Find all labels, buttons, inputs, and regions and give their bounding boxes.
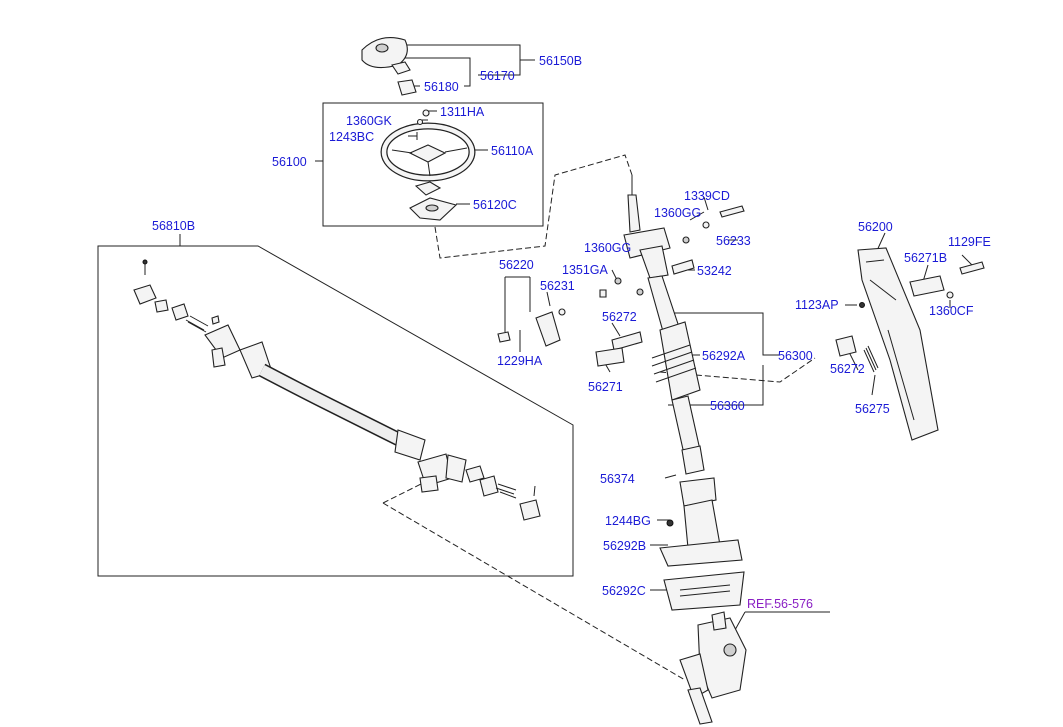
label-1243BC: 1243BC (329, 130, 374, 144)
label-1244BG: 1244BG (605, 514, 651, 528)
label-1229HA: 1229HA (497, 354, 543, 368)
label-56271-a: 56271 (588, 380, 623, 394)
steering-wheel-part (380, 109, 476, 221)
shift-cable-part (133, 259, 541, 521)
label-56272-a: 56272 (602, 310, 637, 324)
label-1123AP: 1123AP (795, 298, 839, 312)
leader-lines (97, 44, 976, 681)
label-56120C: 56120C (473, 198, 517, 212)
label-53242: 53242 (697, 264, 732, 278)
label-56200: 56200 (858, 220, 893, 234)
label-56150B: 56150B (539, 54, 582, 68)
label-1339CD: 1339CD (684, 189, 730, 203)
label-1311HA: 1311HA (440, 105, 485, 119)
column-boot-part (659, 477, 745, 611)
label-56233: 56233 (716, 234, 751, 248)
label-56292C: 56292C (602, 584, 646, 598)
label-1360GG-b: 1360GG (584, 241, 631, 255)
horn-cover-part (361, 37, 417, 96)
label-56272-b: 56272 (830, 362, 865, 376)
label-56292B: 56292B (603, 539, 646, 553)
label-1360CF: 1360CF (929, 304, 974, 318)
label-1360GK: 1360GK (346, 114, 393, 128)
label-56180: 56180 (424, 80, 459, 94)
label-56360: 56360 (710, 399, 745, 413)
label-1351GA: 1351GA (562, 263, 609, 277)
label-56810B: 56810B (152, 219, 195, 233)
label-56170: 56170 (480, 69, 515, 83)
bracket-assembly-part (835, 247, 985, 441)
label-1129FE: 1129FE (948, 235, 991, 249)
reference-link-56-576[interactable]: REF.56-576 (747, 597, 813, 611)
label-56292A: 56292A (702, 349, 746, 363)
label-1360GG-a: 1360GG (654, 206, 701, 220)
label-56231: 56231 (540, 279, 575, 293)
steering-gearbox-part (679, 611, 747, 725)
label-56300: 56300 (778, 349, 813, 363)
label-56374: 56374 (600, 472, 635, 486)
steering-column-part (497, 175, 745, 475)
label-56275: 56275 (855, 402, 890, 416)
label-56220: 56220 (499, 258, 534, 272)
part-labels: 56150B 56170 56180 1311HA 1360GK 1243BC … (152, 54, 991, 611)
label-56271B: 56271B (904, 251, 947, 265)
label-56100: 56100 (272, 155, 307, 169)
label-56110A: 56110A (491, 144, 534, 158)
